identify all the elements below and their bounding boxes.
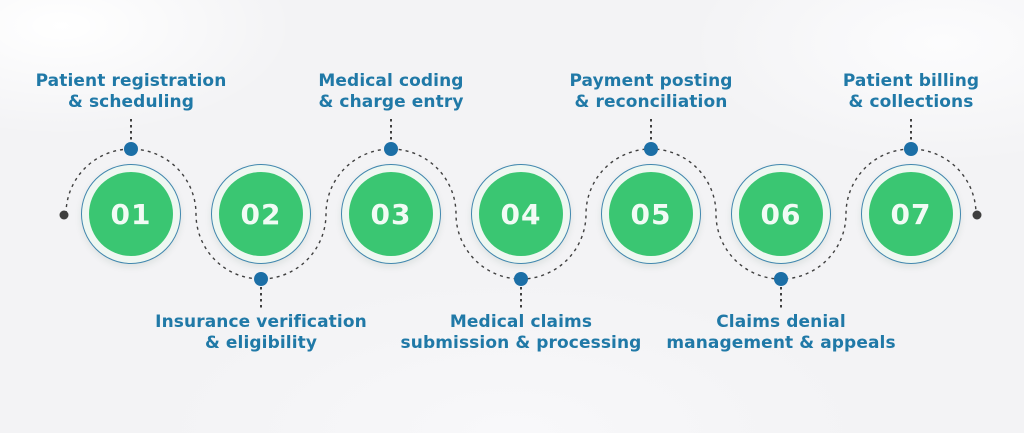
step-label-line: & scheduling [68, 92, 194, 112]
step-3-number: 03 [349, 172, 433, 256]
path-end-dot [972, 210, 982, 220]
step-label-line: Medical claims [449, 312, 593, 332]
step-2-circle: 02 [211, 164, 311, 264]
step-label-line: & charge entry [318, 92, 464, 112]
step-4-connector-dot [514, 272, 528, 286]
step-4-label: Medical claims submission & processing [386, 312, 656, 354]
step-2-number: 02 [219, 172, 303, 256]
step-6-connector-dot [774, 272, 788, 286]
step-1-number: 01 [89, 172, 173, 256]
step-label-line: & reconciliation [574, 92, 728, 112]
path-start-dot [59, 210, 69, 220]
step-label-line: & collections [848, 92, 974, 112]
step-label-line: Claims denial [716, 312, 846, 332]
step-label-line: Insurance verification [155, 312, 367, 332]
step-3-circle: 03 [341, 164, 441, 264]
step-5-label: Payment posting & reconciliation [516, 71, 786, 113]
step-7-circle: 07 [861, 164, 961, 264]
step-label-line: & eligibility [204, 333, 318, 353]
step-5-circle: 05 [601, 164, 701, 264]
dotted-wave-path [65, 148, 977, 280]
step-3-label: Medical coding & charge entry [256, 71, 526, 113]
step-5-number: 05 [609, 172, 693, 256]
step-label-line: Medical coding [318, 71, 464, 91]
step-2-connector-dot [254, 272, 268, 286]
step-label-line: Patient registration [35, 71, 227, 91]
step-2-label: Insurance verification & eligibility [126, 312, 396, 354]
step-label-line: submission & processing [400, 333, 642, 353]
step-5-connector-dot [644, 142, 658, 156]
step-7-label: Patient billing & collections [776, 71, 1024, 113]
step-3-connector-dot [384, 142, 398, 156]
step-1-connector-dot [124, 142, 138, 156]
step-7-connector-dot [904, 142, 918, 156]
step-6-number: 06 [739, 172, 823, 256]
step-label-line: Patient billing [842, 71, 980, 91]
step-4-number: 04 [479, 172, 563, 256]
step-6-circle: 06 [731, 164, 831, 264]
step-4-circle: 04 [471, 164, 571, 264]
step-1-circle: 01 [81, 164, 181, 264]
step-6-label: Claims denial management & appeals [646, 312, 916, 354]
step-label-line: management & appeals [666, 333, 896, 353]
step-label-line: Payment posting [569, 71, 733, 91]
step-1-label: Patient registration & scheduling [0, 71, 266, 113]
step-7-number: 07 [869, 172, 953, 256]
